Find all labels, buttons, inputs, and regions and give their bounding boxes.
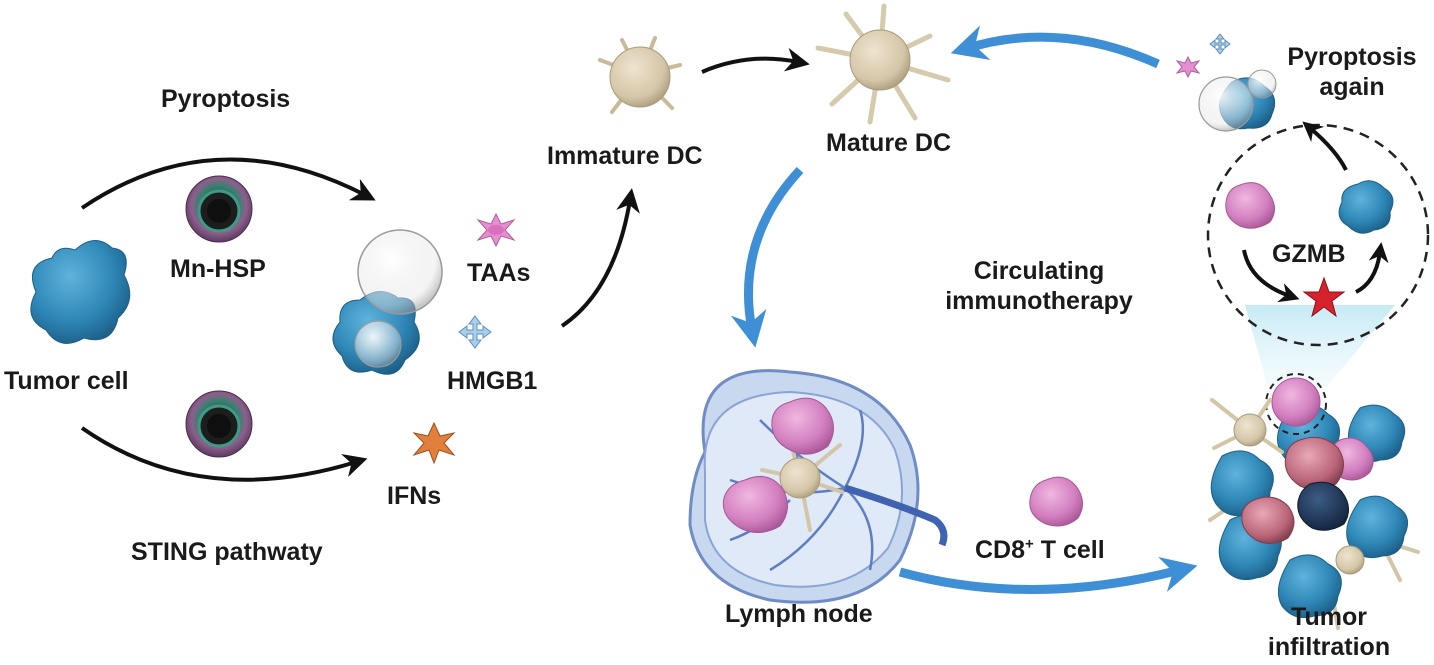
label-cd8-prefix: CD8	[975, 536, 1026, 564]
label-circulating-immunotherapy: Circulating immunotherapy	[925, 256, 1153, 316]
pyroptosis-again-cell	[1175, 33, 1277, 132]
tumor-infiltration-cluster	[1208, 373, 1420, 630]
label-pyroptosis-again: Pyroptosis again	[1282, 42, 1422, 102]
to-immature-dc-arrow	[560, 188, 640, 328]
label-tumor-cell: Tumor cell	[4, 367, 129, 395]
zoom-cone	[1245, 305, 1395, 395]
label-sting-pathway: STING pathwaty	[131, 538, 323, 566]
label-circulating-line1: Circulating	[973, 257, 1105, 285]
label-pyroptosis-again-line1: Pyroptosis	[1287, 43, 1417, 71]
label-tumor-infiltration-line1: Tumor	[1291, 603, 1367, 631]
gzmb-star-icon	[1302, 276, 1346, 318]
to-lymph-node-arrow	[730, 166, 804, 348]
label-circulating-line2: immunotherapy	[945, 287, 1133, 315]
label-pyroptosis: Pyroptosis	[161, 85, 291, 113]
gzmb-release-arrow	[1242, 249, 1300, 303]
label-immature-dc: Immature DC	[547, 142, 703, 170]
mn-hsp-nanoparticle-icon	[185, 175, 253, 243]
label-tumor-infiltration-line2: infiltration	[1267, 633, 1391, 661]
sting-arrow	[80, 426, 368, 482]
label-taas: TAAs	[467, 259, 531, 287]
cd8-t-cell-icon	[1029, 476, 1083, 527]
label-mn-hsp: Mn-HSP	[170, 255, 266, 283]
lymph-node-illustration	[688, 369, 948, 604]
label-mature-dc: Mature DC	[826, 129, 952, 157]
hmgb1-icon	[458, 315, 492, 349]
mature-dc-cell	[815, 3, 951, 125]
zoom-tumor-cell	[1338, 180, 1394, 234]
zoom-t-cell	[1225, 182, 1275, 229]
label-cd8-t-cell: CD8+ T cell	[975, 535, 1105, 565]
label-pyroptosis-again-line2: again	[1319, 73, 1385, 101]
maturation-arrow	[701, 47, 810, 74]
mn-hsp-nanoparticle-icon-2	[185, 390, 253, 458]
label-hmgb1: HMGB1	[447, 367, 538, 395]
pyroptotic-tumor-cell	[332, 229, 443, 375]
gzmb-target-arrow	[1355, 242, 1389, 294]
pyroptosis-arrow	[80, 157, 376, 210]
label-cd8-sup: +	[1025, 535, 1034, 553]
tumor-cell-shape	[30, 240, 131, 344]
label-lymph-node: Lymph node	[725, 600, 873, 628]
to-tumor-arrow	[898, 556, 1198, 594]
label-ifns: IFNs	[387, 482, 442, 510]
taas-icon	[476, 212, 516, 248]
immature-dc-cell	[598, 36, 682, 114]
return-flow-arrow	[950, 25, 1160, 69]
label-cd8-suffix: T cell	[1033, 536, 1105, 564]
pyroptosis-again-arrow	[1302, 121, 1348, 171]
label-gzmb: GZMB	[1272, 240, 1346, 268]
label-tumor-infiltration: Tumor infiltration	[1244, 602, 1414, 662]
ifns-icon	[412, 421, 456, 465]
